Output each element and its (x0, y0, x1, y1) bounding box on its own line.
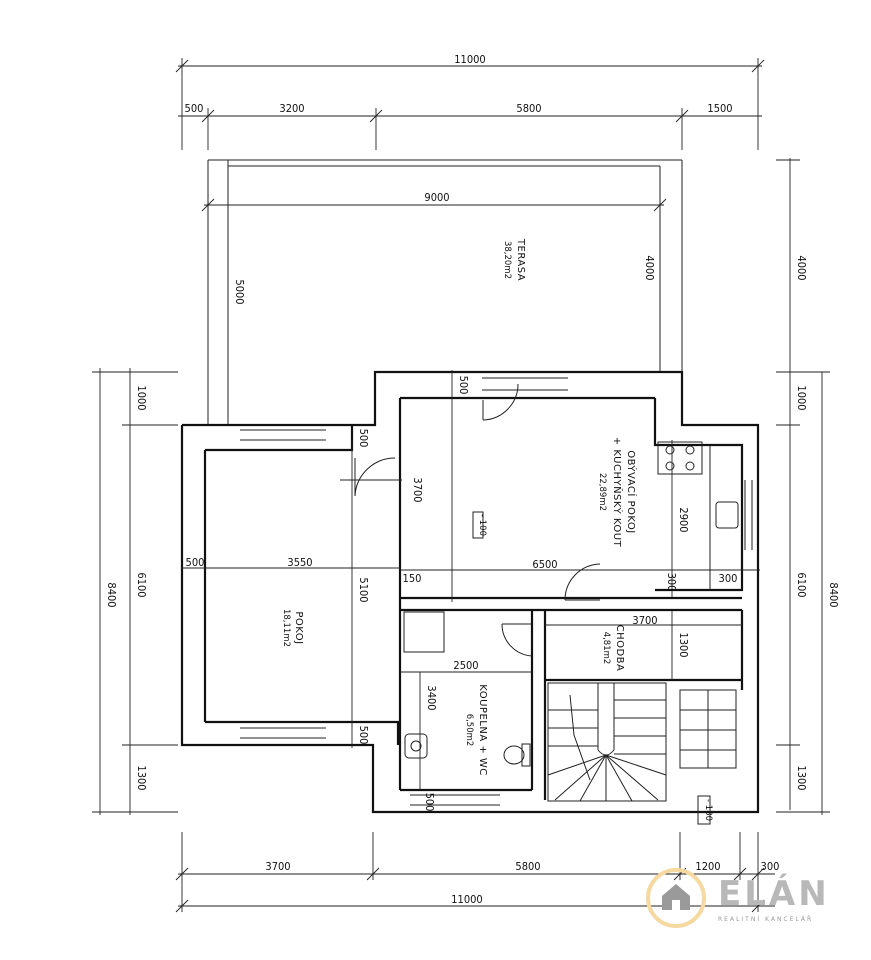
dim-1300: 1300 (677, 632, 690, 657)
room-pokoj-name: POKOJ (293, 611, 304, 644)
dim-left-6100: 6100 (135, 572, 148, 597)
stove-icon (657, 441, 703, 475)
interior-dimensions: 500 3550 500 5100 500 500 3700 150 6500 … (182, 370, 760, 811)
staircase-icon (547, 682, 737, 802)
right-dimensions: 4000 1000 6100 1300 8400 (776, 158, 840, 815)
dim-2900: 2900 (677, 507, 690, 532)
dim-right-1000: 1000 (795, 385, 808, 410)
dim-top-1500: 1500 (707, 102, 732, 115)
outer-walls (180, 370, 760, 814)
dim-500-c: 500 (357, 726, 370, 745)
dim-top-500: 500 (185, 102, 204, 115)
dim-left-1000: 1000 (135, 385, 148, 410)
dim-500-b: 500 (357, 429, 370, 448)
room-chodba-name: CHODBA (614, 625, 625, 672)
dim-500-f: 500 (423, 793, 436, 812)
marker-2-text: - 180 (703, 799, 713, 821)
dim-bottom-300: 300 (761, 860, 780, 873)
dim-300-a: 300 (665, 573, 678, 592)
house-icon (662, 884, 690, 910)
dim-top-total: 11000 (454, 53, 485, 66)
terrace: 9000 5000 4000 TERASA 38,20m2 (201, 159, 683, 425)
room-obyvaci-line2: + KUCHYŇSKÝ KOUT (611, 437, 624, 548)
toilet-icon (503, 745, 525, 765)
room-labels: OBÝVACÍ POKOJ + KUCHYŇSKÝ KOUT 22,89m2 P… (281, 437, 638, 776)
dim-3700-v: 3700 (411, 477, 424, 502)
dim-left-1300: 1300 (135, 765, 148, 790)
room-chodba-area: 4,81m2 (601, 632, 611, 665)
dim-top-3200: 3200 (279, 102, 304, 115)
dim-bottom-3700: 3700 (265, 860, 290, 873)
dim-bottom-1200: 1200 (695, 860, 720, 873)
dim-top-5800: 5800 (516, 102, 541, 115)
dim-terrace-9000: 9000 (424, 191, 449, 204)
dim-3700-h: 3700 (632, 614, 657, 627)
left-dimensions: 1000 6100 1300 8400 (92, 368, 178, 815)
room-terasa-area: 38,20m2 (502, 241, 512, 279)
room-terasa-name: TERASA (515, 238, 526, 281)
dim-bottom-total: 11000 (451, 893, 482, 906)
marker-1-text: - 100 (477, 514, 487, 536)
doors (340, 383, 601, 657)
dim-500-d: 500 (457, 376, 470, 395)
room-obyvaci-line1: OBÝVACÍ POKOJ (625, 450, 638, 534)
room-koupelna-name: KOUPELNA + WC (477, 684, 488, 776)
floor-marker-1 (472, 511, 484, 539)
room-pokoj-area: 18,11m2 (281, 609, 291, 647)
room-obyvaci-area: 22,89m2 (597, 473, 607, 511)
dim-5100: 5100 (357, 577, 370, 602)
floor-marker-2 (697, 795, 711, 825)
fixtures: - 100 - 180 (403, 441, 739, 825)
room-koupelna-area: 6,50m2 (464, 714, 474, 747)
dim-terrace-4000: 4000 (643, 255, 656, 280)
logo-ring (646, 868, 706, 928)
dim-300-b: 300 (719, 572, 738, 585)
dim-6500: 6500 (532, 558, 557, 571)
top-dimensions: 11000 500 3200 5800 1500 (175, 53, 765, 150)
kitchen-sink-icon (715, 501, 739, 529)
dim-terrace-5000: 5000 (233, 279, 246, 304)
dim-3550: 3550 (287, 556, 312, 569)
elan-logo: ELÁN REALITNÍ KANCELÁŘ (646, 868, 830, 928)
dim-right-4000: 4000 (795, 255, 808, 280)
dim-right-6100: 6100 (795, 572, 808, 597)
dim-left-8400: 8400 (105, 582, 118, 607)
dim-150: 150 (403, 572, 422, 585)
dim-right-1300: 1300 (795, 765, 808, 790)
washbasin-icon (404, 733, 428, 759)
logo-name: ELÁN (718, 873, 830, 914)
dim-bottom-5800: 5800 (515, 860, 540, 873)
dim-2500: 2500 (453, 659, 478, 672)
dim-3400: 3400 (425, 685, 438, 710)
bottom-dimensions: 3700 5800 1200 300 11000 (175, 832, 780, 913)
logo-tagline: REALITNÍ KANCELÁŘ (718, 915, 813, 923)
shower-icon (403, 611, 445, 653)
dim-500-a: 500 (186, 556, 205, 569)
dim-right-8400: 8400 (827, 582, 840, 607)
